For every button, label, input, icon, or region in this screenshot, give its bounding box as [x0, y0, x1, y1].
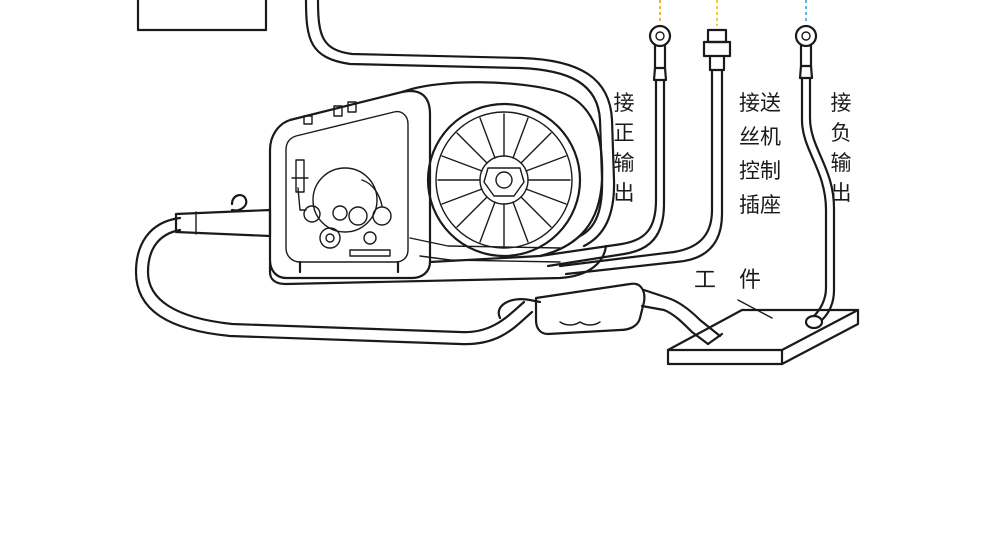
base-rail-2 [419, 255, 561, 263]
workpiece-label: 工 件 [694, 268, 769, 293]
wire-feeder [268, 89, 432, 280]
negative-output-label: 接负输出 [830, 91, 852, 205]
wire-spool [400, 81, 604, 264]
positive-output-label: 接正输出 [613, 91, 635, 205]
main-cable-inner [316, 0, 616, 248]
welding-torch [497, 282, 724, 346]
socket-cable [558, 28, 732, 276]
main-cable [304, 0, 604, 238]
feeder-socket-label: 接送丝机控制插座 [739, 91, 781, 217]
torch-cable [134, 194, 534, 346]
positive-cable [538, 24, 672, 268]
base-rail [409, 237, 561, 249]
workpiece-plate [666, 299, 860, 366]
power-box [136, 0, 268, 32]
